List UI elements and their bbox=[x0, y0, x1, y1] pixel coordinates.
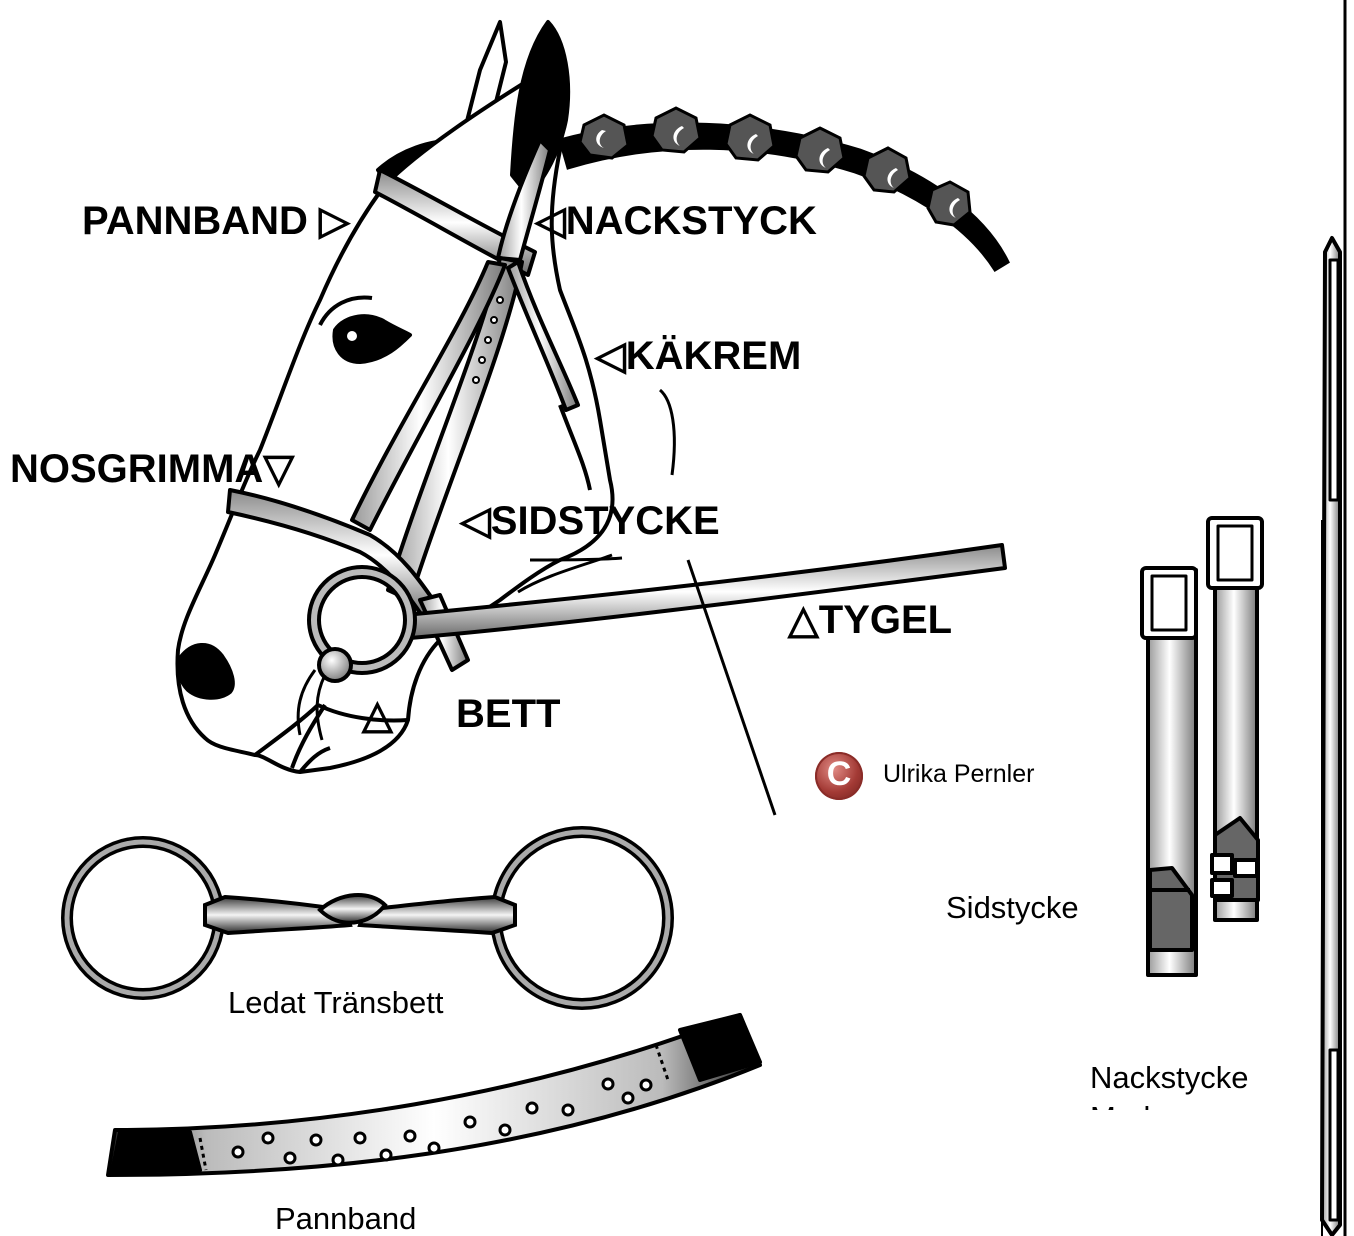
head-outline bbox=[177, 70, 612, 772]
label-sidstycke: ◁SIDSTYCKE bbox=[460, 498, 720, 544]
label-bett: BETT bbox=[456, 692, 560, 737]
part-cut-caption: Med bbox=[1090, 1100, 1150, 1110]
copyright-icon: C bbox=[815, 752, 863, 800]
copyright-symbol: C bbox=[815, 755, 863, 794]
copyright-author: Ulrika Pernler bbox=[883, 760, 1034, 789]
label-nackstyck: ◁NACKSTYCK bbox=[535, 198, 817, 244]
snaffle-bit bbox=[67, 832, 668, 1004]
mane-crest bbox=[560, 108, 1008, 270]
label-nosgrimma: NOSGRIMMA▽ bbox=[10, 446, 294, 492]
part-bit-caption: Ledat Tränsbett bbox=[228, 985, 443, 1021]
label-tygel: △TYGEL bbox=[788, 597, 952, 643]
headpiece-item bbox=[1322, 0, 1345, 1236]
label-bett-marker: △ bbox=[362, 692, 393, 738]
part-cheekpiece-caption: Sidstycke bbox=[946, 890, 1079, 926]
cheek-pieces bbox=[1142, 518, 1262, 975]
label-kakrem: ◁KÄKREM bbox=[595, 333, 801, 379]
part-headpiece-caption: Nackstycke bbox=[1090, 1060, 1248, 1096]
label-pannband: PANNBAND ▷ bbox=[82, 198, 350, 244]
part-browband-caption: Pannband bbox=[275, 1201, 416, 1236]
browband-item bbox=[108, 1015, 760, 1175]
